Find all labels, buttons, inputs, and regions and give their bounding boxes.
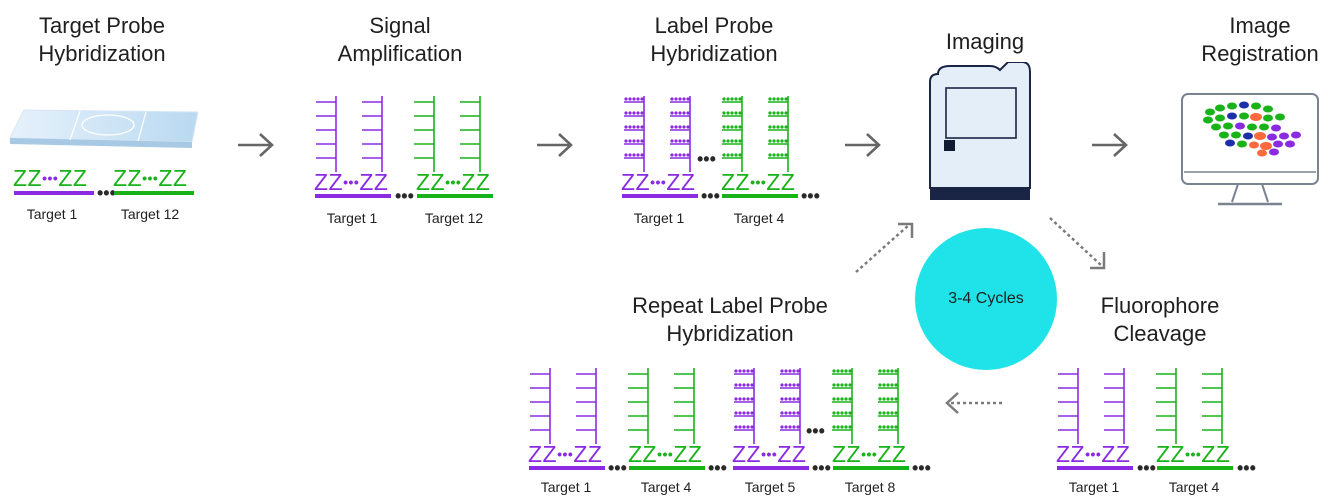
target-strand [417, 194, 493, 198]
zz-probe: ZZ•••ZZ [721, 169, 796, 195]
zz-probe: ZZ•••ZZ [1156, 441, 1231, 467]
target-strand [114, 191, 194, 195]
labeled-tree-group [624, 96, 789, 172]
right-arrow-icon [1092, 133, 1128, 157]
ellipsis: ••• [912, 458, 931, 478]
target-label: Target 1 [26, 206, 78, 222]
zz-probe: ZZ•••ZZ [416, 169, 491, 195]
target-label: Target 12 [120, 206, 180, 222]
target-label: Target 1 [633, 210, 685, 226]
target-label: Target 4 [733, 210, 785, 226]
target-strand [622, 194, 698, 198]
imaging-instrument-icon [929, 62, 1031, 200]
amplifier-tree-group [530, 368, 695, 444]
target-label: Target 4 [640, 479, 692, 495]
ellipsis: ••• [806, 421, 825, 441]
zz-probe: ZZ•••ZZ [528, 441, 603, 467]
target-label: Target 1 [1068, 479, 1120, 495]
target-strand [733, 466, 809, 470]
step-title-imaging: Imaging [945, 29, 1025, 54]
cycle-count-label: 3-4 Cycles [948, 290, 1024, 307]
cycle-count-badge: 3-4 Cycles [915, 228, 1057, 370]
dotted-arrow-icon [855, 222, 914, 273]
target-label: Target 4 [1168, 479, 1220, 495]
ellipsis: ••• [395, 186, 414, 206]
glass-slide-icon [9, 109, 199, 148]
target-label: Target 12 [424, 210, 484, 226]
zz-probe: ZZ•••ZZ [1056, 441, 1131, 467]
zz-probe: ZZ•••ZZ [832, 441, 907, 467]
right-arrow-icon [845, 133, 881, 157]
target-strand [529, 466, 605, 470]
ellipsis: ••• [708, 458, 727, 478]
target-label: Target 1 [326, 210, 378, 226]
zz-probe: ZZ•••ZZ [13, 165, 88, 191]
zz-probe: ZZ•••ZZ [113, 165, 188, 191]
ellipsis: ••• [812, 458, 831, 478]
ellipsis: ••• [1137, 458, 1156, 478]
target-strand [833, 466, 909, 470]
target-strand [315, 194, 391, 198]
target-label: Target 8 [844, 479, 896, 495]
ellipsis: ••• [701, 186, 720, 206]
cleaved-tree-group [1058, 368, 1223, 444]
zz-probe: ZZ•••ZZ [732, 441, 807, 467]
monitor-icon [1181, 93, 1319, 206]
target-strand [722, 194, 798, 198]
ellipsis: ••• [1237, 458, 1256, 478]
target-strand [629, 466, 705, 470]
zz-probe: ZZ•••ZZ [621, 169, 696, 195]
target-strand [1157, 466, 1233, 470]
target-label: Target 5 [744, 479, 796, 495]
ellipsis: ••• [608, 458, 627, 478]
zz-probe: ZZ•••ZZ [314, 169, 389, 195]
ellipsis: ••• [97, 183, 116, 203]
target-strand [1057, 466, 1133, 470]
ellipsis: ••• [697, 149, 716, 169]
registered-cells [1203, 101, 1301, 157]
right-arrow-icon [537, 133, 573, 157]
right-arrow-icon [238, 133, 274, 157]
target-label: Target 1 [540, 479, 592, 495]
ellipsis: ••• [801, 186, 820, 206]
amplifier-tree-group [316, 96, 481, 172]
labeled-tree-group [734, 368, 899, 444]
dotted-arrow-icon [945, 392, 1002, 414]
dotted-arrow-icon [1049, 217, 1106, 270]
zz-probe: ZZ•••ZZ [628, 441, 703, 467]
target-strand [14, 191, 94, 195]
